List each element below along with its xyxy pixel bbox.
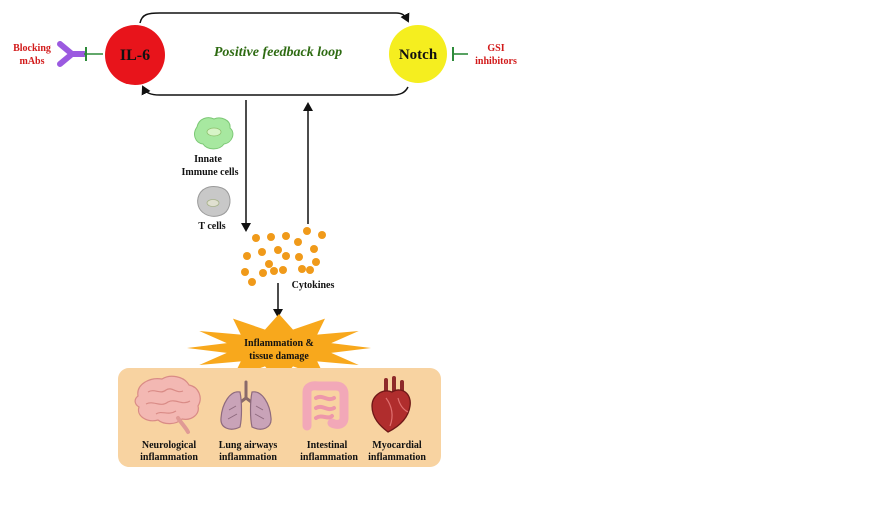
cytokine-dot (310, 245, 318, 253)
cytokine-dot (306, 266, 314, 274)
innate-label-line1: Innate (194, 154, 222, 165)
cytokine-dot (265, 260, 273, 268)
innate-label-line2: Immune cells (182, 167, 239, 178)
il6-node (105, 25, 165, 85)
notch-label: Notch (399, 47, 438, 63)
inflammation-burst (187, 314, 371, 382)
loop-bottom-arrow (141, 85, 409, 96)
intestine-icon (302, 381, 349, 431)
cytokine-dot (267, 233, 275, 241)
t-cell-icon (197, 186, 231, 217)
antibody-icon (57, 41, 87, 67)
burst-label-line2: tissue damage (249, 351, 309, 362)
cytokine-dot (279, 266, 287, 274)
organ-label-intestinal-line1: Intestinal (307, 440, 348, 451)
notch-node (389, 25, 447, 83)
cytokine-dot (303, 227, 311, 235)
cytokine-dot (294, 238, 302, 246)
cytokine-dot (259, 269, 267, 277)
il6-label: IL-6 (120, 47, 150, 64)
cytokine-dot (248, 278, 256, 286)
gsi-label-line1: GSI (487, 43, 504, 54)
gsi-label-line2: inhibitors (475, 56, 517, 67)
cytokine-dot (295, 253, 303, 261)
organ-label-neuro-line2: inflammation (140, 452, 198, 463)
cytokine-dot (312, 258, 320, 266)
organ-label-myocardial-line1: Myocardial (372, 440, 422, 451)
organ-label-lung-line1: Lung airways (219, 440, 278, 451)
cytokine-dot (241, 268, 249, 276)
cytokine-dot (318, 231, 326, 239)
loop-label: Positive feedback loop (214, 45, 342, 60)
cytokine-dot (270, 267, 278, 275)
brain-icon (134, 375, 201, 434)
cytokine-dot (282, 232, 290, 240)
notch-inhibition-bar (452, 47, 468, 61)
cytokine-dot (282, 252, 290, 260)
cytokine-cluster (241, 227, 326, 286)
organ-label-neuro-line1: Neurological (142, 440, 196, 451)
cytokine-dot (258, 248, 266, 256)
organ-label-intestinal-line2: inflammation (300, 452, 358, 463)
cytokine-dot (274, 246, 282, 254)
blocking-label-line2: mAbs (19, 56, 44, 67)
cytokine-dot (298, 265, 306, 273)
loop-top-arrow (139, 12, 410, 24)
lungs-icon (220, 380, 272, 430)
cytokines-label: Cytokines (292, 280, 335, 291)
organ-label-lung-line2: inflammation (219, 452, 277, 463)
il6-inhibition-bar (84, 47, 103, 61)
cytokine-dot (252, 234, 260, 242)
blocking-label-line1: Blocking (13, 43, 51, 54)
cytokine-dot (243, 252, 251, 260)
innate-immune-cell-icon (194, 117, 234, 150)
burst-label-line1: Inflammation & (244, 338, 314, 349)
tcells-label: T cells (198, 221, 225, 232)
heart-icon (371, 376, 411, 433)
organ-label-myocardial-line2: inflammation (368, 452, 426, 463)
